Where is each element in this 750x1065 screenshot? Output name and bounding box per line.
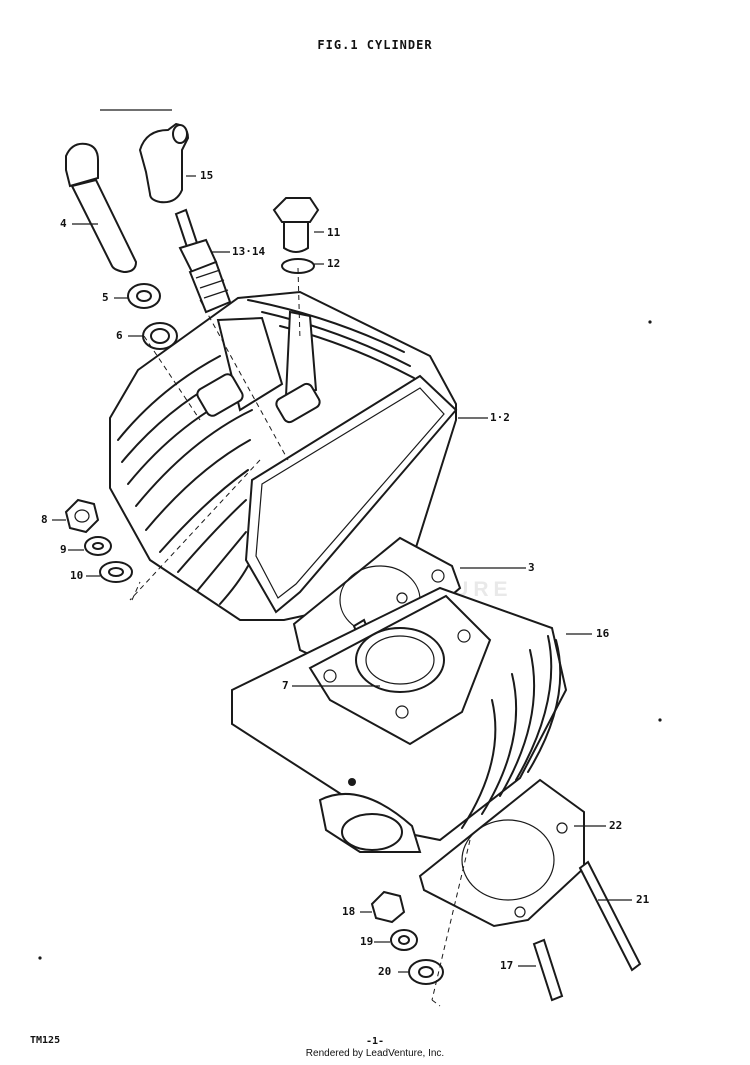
part-22-base-gasket bbox=[418, 778, 585, 928]
callout-17: 17 bbox=[500, 959, 514, 972]
callout-21: 21 bbox=[636, 893, 650, 906]
part-8-nut bbox=[64, 498, 100, 534]
callout-13-14: 13·14 bbox=[232, 245, 266, 258]
part-4-cap-nut-tube bbox=[65, 142, 138, 274]
figure-title: FIG.1 CYLINDER bbox=[317, 38, 433, 52]
part-17-short-stud bbox=[532, 938, 564, 1002]
callout-19: 19 bbox=[360, 935, 374, 948]
callout-16: 16 bbox=[596, 627, 610, 640]
part-18-nut bbox=[370, 890, 406, 924]
callout-15: 15 bbox=[200, 169, 214, 182]
credit-line: Rendered by LeadVenture, Inc. bbox=[305, 1048, 445, 1059]
callout-4: 4 bbox=[60, 217, 67, 230]
callout-10: 10 bbox=[70, 569, 84, 582]
callout-6: 6 bbox=[116, 329, 123, 342]
part-11-bolt bbox=[272, 197, 320, 253]
footer-code: TM125 bbox=[30, 1035, 61, 1046]
callout-20: 20 bbox=[378, 965, 392, 978]
callout-22: 22 bbox=[609, 819, 623, 832]
callout-18: 18 bbox=[342, 905, 356, 918]
callout-9: 9 bbox=[60, 543, 67, 556]
callout-5: 5 bbox=[102, 291, 109, 304]
part-21-long-stud bbox=[578, 860, 642, 972]
part-13-14-spark-plug bbox=[174, 208, 232, 314]
leader-lines bbox=[52, 175, 632, 973]
part-1-2-cylinder-head bbox=[109, 290, 458, 621]
callout-7: 7 bbox=[282, 679, 289, 692]
callout-8: 8 bbox=[41, 513, 48, 526]
callout-11: 11 bbox=[327, 226, 341, 239]
page-number: -1- bbox=[365, 1036, 385, 1047]
callout-12: 12 bbox=[327, 257, 341, 270]
callout-3: 3 bbox=[528, 561, 535, 574]
part-16-cylinder bbox=[231, 586, 568, 853]
callout-1-2: 1·2 bbox=[490, 411, 510, 424]
part-15-plug-cap bbox=[138, 122, 190, 204]
